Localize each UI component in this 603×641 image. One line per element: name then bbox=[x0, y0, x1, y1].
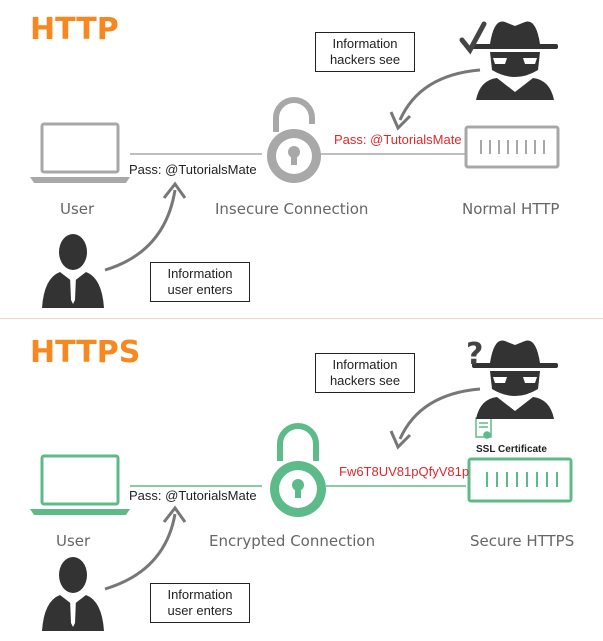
https-hacker-callout: Information hackers see bbox=[315, 353, 415, 393]
server-icon bbox=[464, 125, 560, 169]
callout-line: hackers see bbox=[329, 52, 401, 67]
section-divider bbox=[0, 318, 603, 319]
https-connection-label: Encrypted Connection bbox=[209, 532, 376, 550]
http-connection-label: Insecure Connection bbox=[215, 200, 369, 218]
hacker-arrow bbox=[389, 387, 481, 450]
user-arrow bbox=[104, 181, 187, 272]
hacker-icon bbox=[472, 340, 558, 419]
user-icon bbox=[42, 234, 104, 308]
open-padlock-icon bbox=[267, 97, 321, 183]
https-section: HTTPS bbox=[0, 319, 603, 641]
user-arrow bbox=[104, 505, 187, 591]
http-user-pass: Pass: @TutorialsMate bbox=[129, 162, 257, 177]
certificate-icon bbox=[475, 417, 492, 439]
closed-padlock-icon bbox=[270, 423, 326, 517]
callout-line: Information bbox=[167, 587, 233, 602]
laptop-icon bbox=[30, 454, 130, 515]
http-user-callout: Information user enters bbox=[150, 262, 250, 302]
http-user-label: User bbox=[60, 200, 95, 218]
http-graphics bbox=[30, 21, 560, 308]
https-user-label: User bbox=[56, 532, 91, 550]
http-hacker-pass: Pass: @TutorialsMate bbox=[334, 132, 462, 147]
question-icon: ? bbox=[466, 337, 484, 372]
callout-line: Information bbox=[332, 357, 398, 372]
callout-line: Information bbox=[332, 36, 398, 51]
check-icon bbox=[459, 21, 487, 55]
https-hacker-pass: Fw6T8UV81pQfyV81p bbox=[339, 464, 470, 479]
laptop-icon bbox=[30, 122, 130, 183]
https-user-callout: Information user enters bbox=[150, 583, 250, 623]
callout-line: hackers see bbox=[329, 373, 401, 388]
https-user-pass: Pass: @TutorialsMate bbox=[129, 488, 257, 503]
http-hacker-callout: Information hackers see bbox=[315, 32, 415, 72]
hacker-arrow bbox=[389, 68, 481, 131]
http-title: HTTP bbox=[30, 12, 119, 47]
hacker-icon bbox=[472, 21, 558, 100]
user-icon bbox=[42, 557, 104, 631]
callout-line: user enters bbox=[167, 603, 233, 618]
https-server-label: Secure HTTPS bbox=[470, 532, 575, 550]
callout-line: Information bbox=[167, 266, 233, 281]
http-section: HTTP bbox=[0, 0, 603, 318]
server-icon bbox=[467, 457, 573, 503]
https-title: HTTPS bbox=[30, 335, 141, 370]
ssl-certificate-label: SSL Certificate bbox=[476, 444, 547, 455]
https-graphics bbox=[30, 340, 573, 631]
callout-line: user enters bbox=[167, 282, 233, 297]
http-server-label: Normal HTTP bbox=[462, 200, 560, 218]
